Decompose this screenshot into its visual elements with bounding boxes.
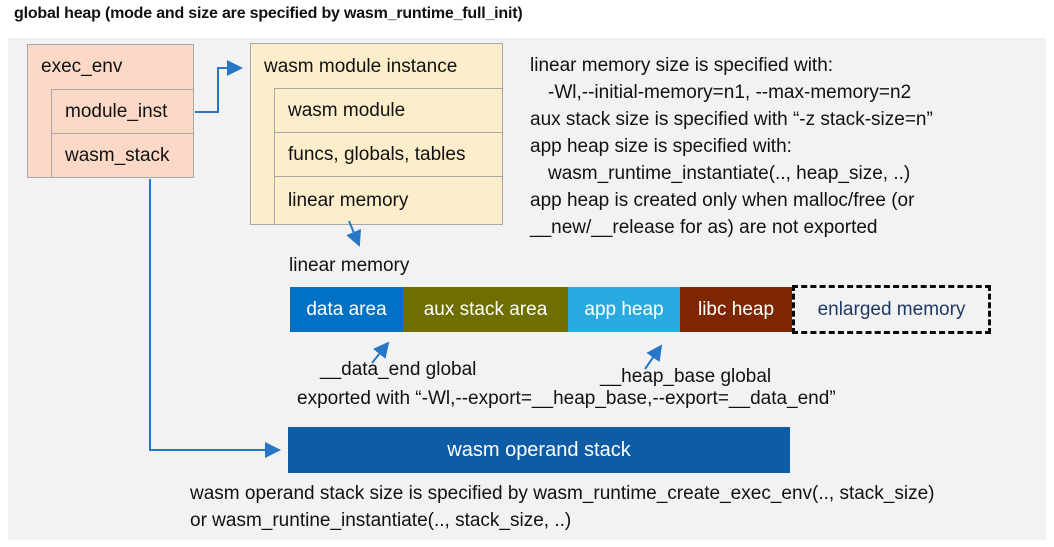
funcs-globals-tables-label: funcs, globals, tables (288, 143, 466, 165)
wasm-module-cell: wasm module (274, 88, 503, 133)
note-line: -Wl,--initial-memory=n1, --max-memory=n2 (548, 82, 912, 103)
segment-data-area-label: data area (306, 298, 387, 320)
operand-stack-label: wasm operand stack (447, 438, 631, 461)
note-line: wasm_runtime_instantiate(.., heap_size, … (548, 163, 911, 184)
exec-env-title: exec_env (41, 56, 123, 77)
segment-enlarged-memory-label: enlarged memory (817, 298, 966, 320)
note-line: __new/__release for as) are not exported (530, 217, 878, 238)
wasm-stack-cell: wasm_stack (51, 133, 194, 178)
module-inst-cell: module_inst (51, 89, 194, 134)
footer-line: wasm operand stack size is specified by … (190, 483, 935, 504)
linear-memory-cell: linear memory (274, 176, 503, 225)
operand-stack-bar: wasm operand stack (288, 427, 790, 473)
annotation-exported: exported with “-Wl,--export=__heap_base,… (297, 388, 836, 409)
note-line: app heap size is specified with: (530, 136, 792, 157)
module-inst-label: module_inst (65, 100, 168, 122)
funcs-globals-tables-cell: funcs, globals, tables (274, 132, 503, 177)
notes-block: linear memory size is specified with: -W… (530, 52, 1042, 241)
segment-enlarged-memory: enlarged memory (792, 285, 991, 334)
footer-line: or wasm_runtine_instantiate(.., stack_si… (190, 510, 572, 531)
linear-memory-cell-label: linear memory (288, 189, 409, 211)
note-line: linear memory size is specified with: (530, 55, 834, 76)
segment-aux-stack-area-label: aux stack area (423, 298, 548, 320)
segment-data-area: data area (290, 287, 403, 332)
module-instance-title: wasm module instance (264, 56, 458, 77)
page-title: global heap (mode and size are specified… (14, 5, 523, 22)
segment-libc-heap-label: libc heap (697, 298, 775, 320)
segment-libc-heap: libc heap (680, 287, 792, 332)
segment-aux-stack-area: aux stack area (403, 287, 568, 332)
wasm-module-label: wasm module (288, 99, 406, 121)
annotation-heap-base: __heap_base global (600, 366, 772, 387)
segment-app-heap-label: app heap (584, 298, 664, 320)
wasm-stack-label: wasm_stack (65, 144, 170, 166)
segment-app-heap: app heap (568, 287, 680, 332)
note-line: aux stack size is specified with “-z sta… (530, 109, 933, 130)
note-line: app heap is created only when malloc/fre… (530, 190, 915, 211)
annotation-data-end: __data_end global (320, 359, 477, 380)
footer-note: wasm operand stack size is specified by … (190, 480, 935, 534)
linear-memory-label: linear memory (289, 255, 410, 276)
